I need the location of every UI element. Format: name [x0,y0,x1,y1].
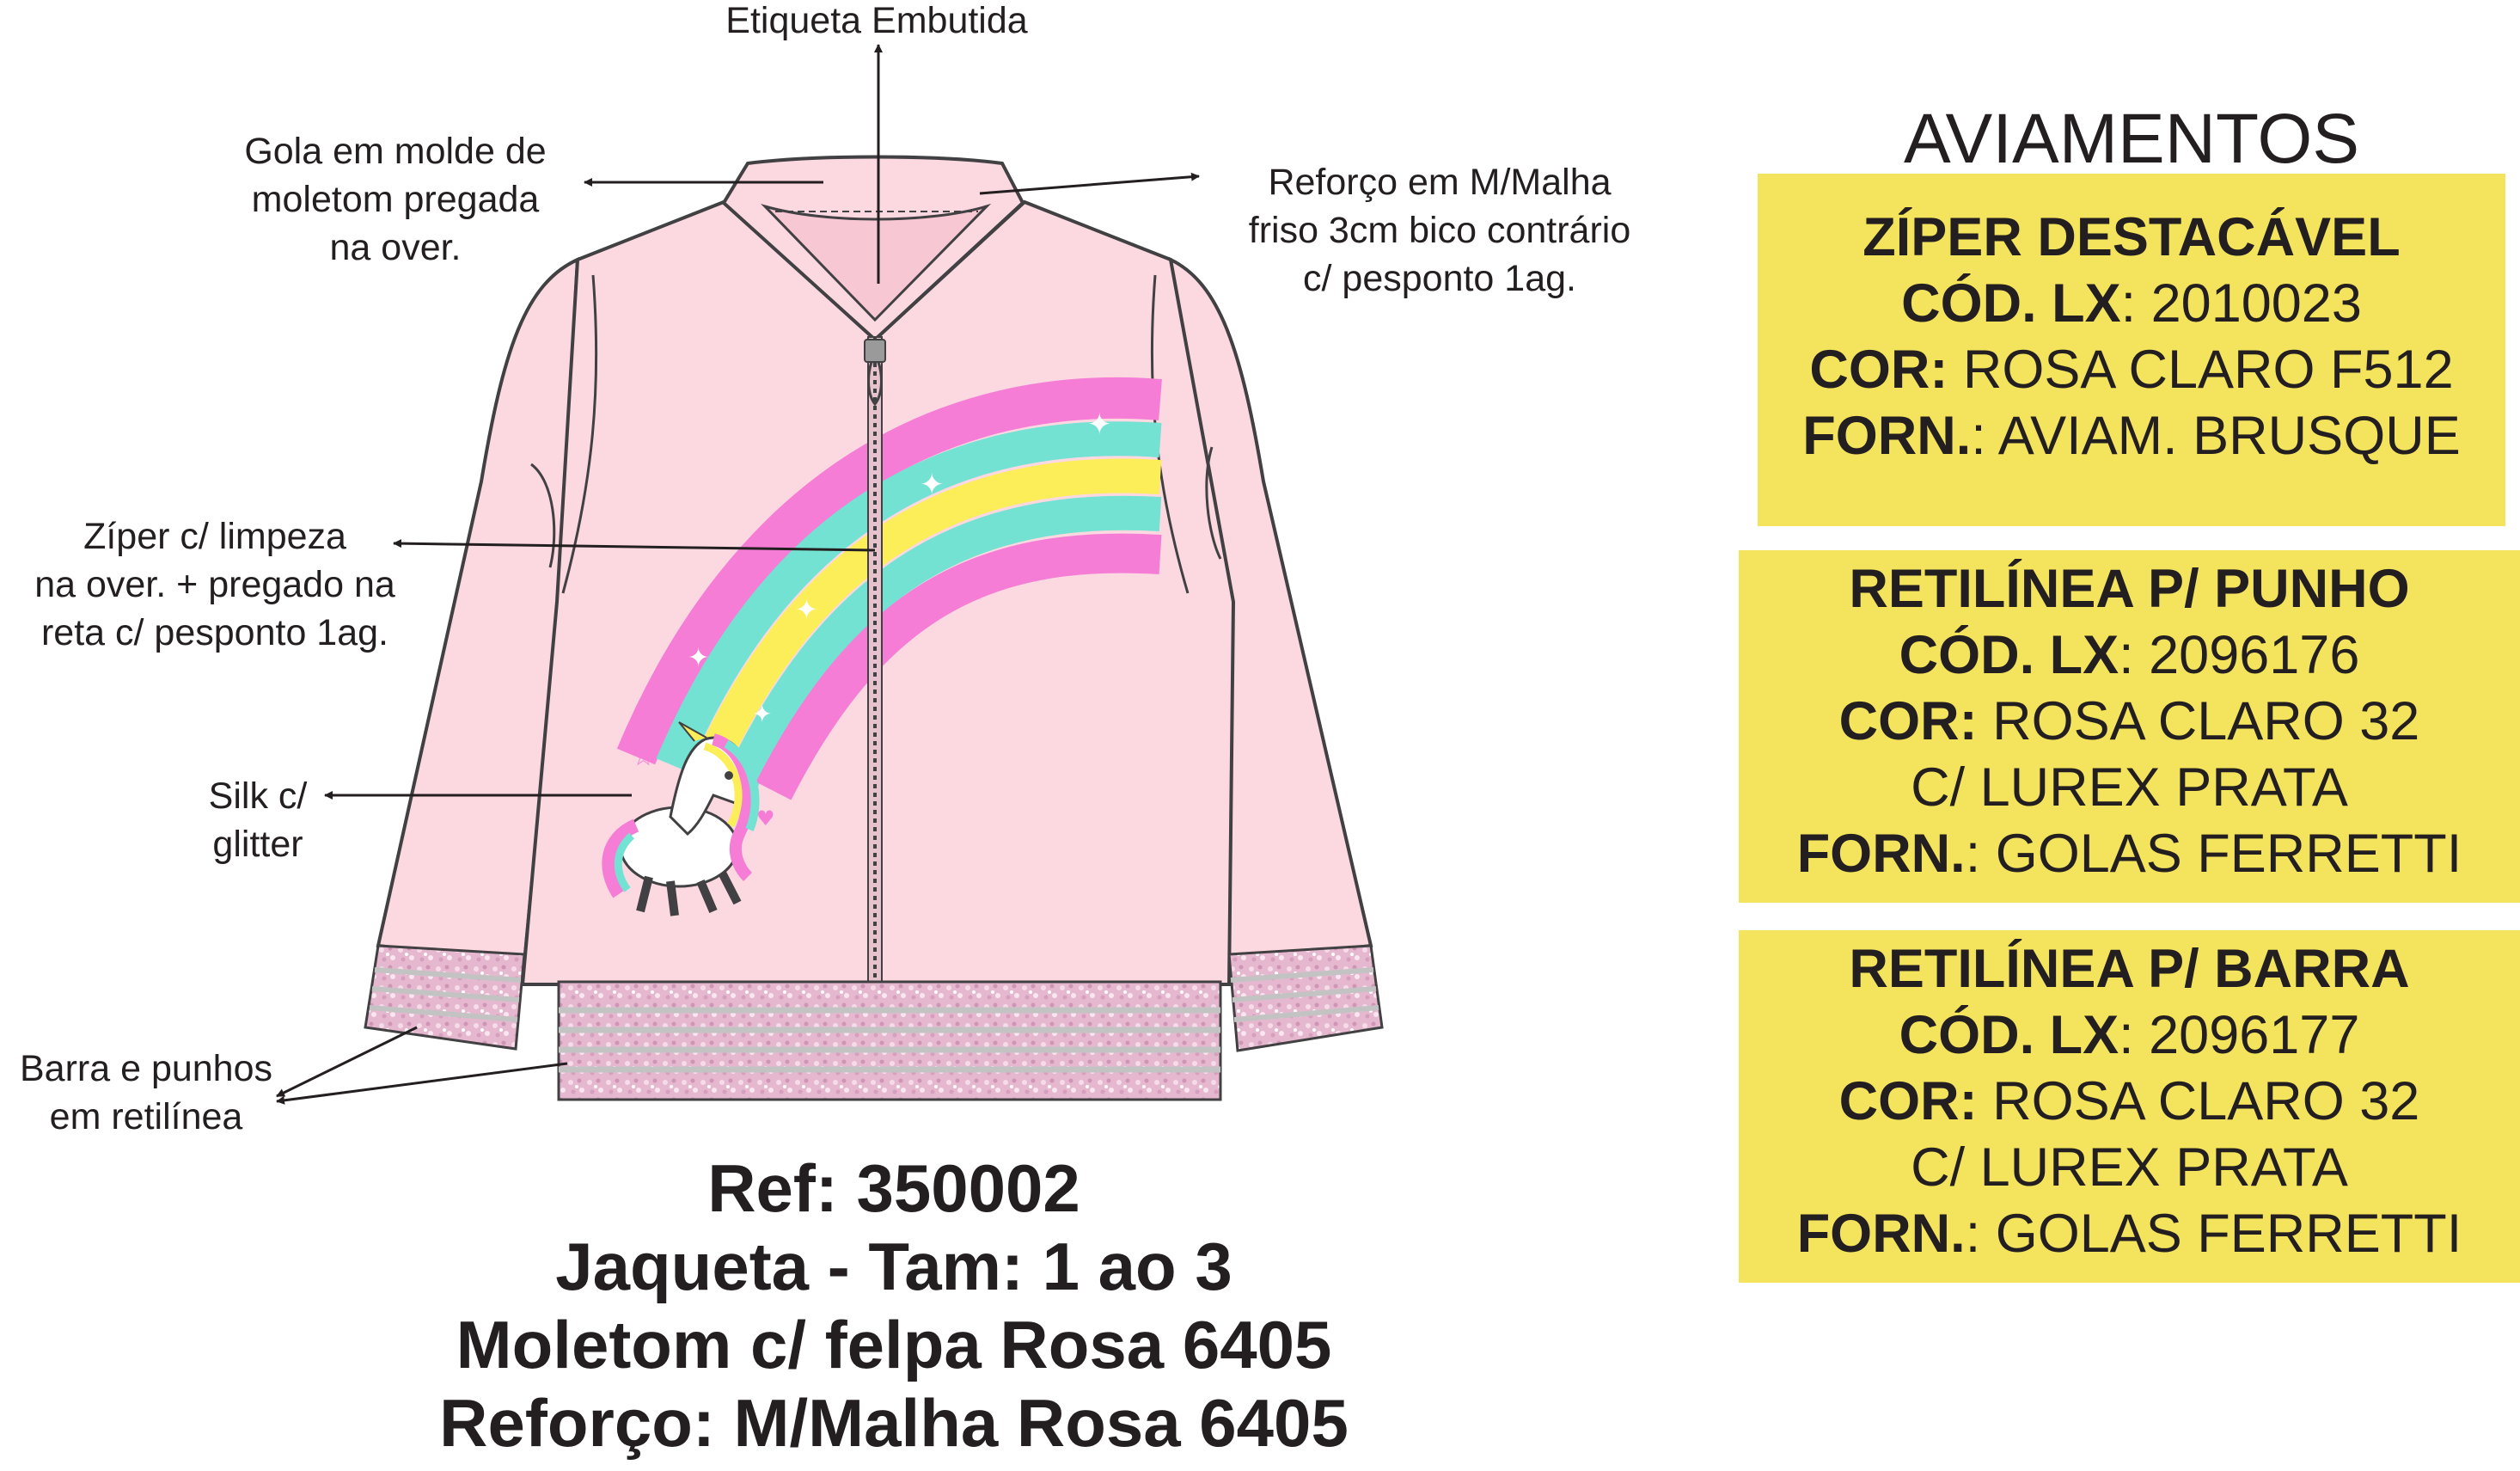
hem-rib [557,980,1222,1101]
card-code: CÓD. LX: 2010023 [1901,273,2362,334]
card-color: COR: ROSA CLARO F512 [1809,340,2454,400]
rainbow-print: ✦ ✦ ✦ ✦ ✦ [616,377,1162,800]
svg-text:♥: ♥ [756,806,775,831]
svg-text:☆: ☆ [632,742,655,772]
armhole-seam [561,274,598,594]
callout-arrows [276,44,1200,1105]
pocket-seam [530,463,556,568]
card-heading: RETILÍNEA P/ PUNHO [1849,559,2410,619]
svg-text:✦: ✦ [752,700,772,728]
right-cuff-rib [1227,944,1384,1052]
label-line: friso 3cm bico contrário [1248,210,1631,251]
pocket-seam [1205,446,1222,560]
card-color: COR: ROSA CLARO 32 [1838,691,2420,751]
aviamentos-title: AVIAMENTOS [1903,100,2360,178]
ref-code: Ref: 350002 [707,1150,1080,1226]
label-line: Gola em molde de [244,131,547,172]
label-line: Reforço em M/Malha [1268,162,1612,203]
ref-fabric: Moletom c/ felpa Rosa 6405 [456,1307,1332,1382]
label-line: Silk c/ [208,775,308,817]
svg-text:✦: ✦ [1087,408,1112,442]
card-supplier: FORN.: GOLAS FERRETTI [1796,824,2462,884]
trim-card-cuff: RETILÍNEA P/ PUNHO CÓD. LX: 2096176 COR:… [1739,550,2520,903]
left-cuff-rib [364,944,526,1051]
trim-card-zipper: ZÍPER DESTACÁVEL CÓD. LX: 2010023 COR: R… [1758,174,2505,526]
label-line: reta c/ pesponto 1ag. [40,612,388,653]
label-etiqueta: Etiqueta Embutida [722,0,1031,45]
card-heading: RETILÍNEA P/ BARRA [1849,939,2410,999]
trim-card-hem: RETILÍNEA P/ BARRA CÓD. LX: 2096177 COR:… [1739,930,2520,1283]
label-gola: Gola em molde de moletom pregada na over… [206,127,584,272]
collar-inner [761,203,992,322]
card-code: CÓD. LX: 2096176 [1899,625,2360,685]
ref-product: Jaqueta - Tam: 1 ao 3 [555,1229,1232,1304]
label-line: glitter [212,824,303,865]
label-line: na over. + pregado na [34,564,395,605]
label-ziper: Zíper c/ limpeza na over. + pregado na r… [0,512,430,657]
reference-block: Ref: 350002 Jaqueta - Tam: 1 ao 3 Moleto… [361,1149,1427,1462]
label-line: c/ pesponto 1ag. [1303,258,1576,299]
ref-reinforcement: Reforço: M/Malha Rosa 6405 [439,1385,1349,1461]
unicorn-print: ☆ ♥ [602,721,775,916]
label-line: Etiqueta Embutida [725,0,1028,41]
label-line: moletom pregada [251,179,540,220]
svg-text:✦: ✦ [920,468,945,502]
card-code: CÓD. LX: 2096177 [1899,1005,2360,1065]
card-color: COR: ROSA CLARO 32 [1838,1071,2420,1131]
card-color-extra: C/ LUREX PRATA [1911,757,2348,818]
card-supplier: FORN.: GOLAS FERRETTI [1796,1204,2462,1264]
svg-text:✦: ✦ [688,643,709,673]
card-supplier: FORN.: AVIAM. BRUSQUE [1802,406,2461,466]
label-barra: Barra e punhos em retilínea [0,1045,292,1141]
label-line: em retilínea [49,1096,243,1137]
left-sleeve [376,256,580,965]
card-heading: ZÍPER DESTACÁVEL [1862,207,2401,267]
label-line: Barra e punhos [19,1048,273,1089]
label-line: na over. [329,227,462,268]
svg-text:✦: ✦ [795,593,818,626]
label-silk: Silk c/ glitter [172,772,344,868]
card-color-extra: C/ LUREX PRATA [1911,1137,2348,1198]
label-reforco: Reforço em M/Malha friso 3cm bico contrá… [1199,158,1680,303]
label-line: Zíper c/ limpeza [83,516,346,557]
